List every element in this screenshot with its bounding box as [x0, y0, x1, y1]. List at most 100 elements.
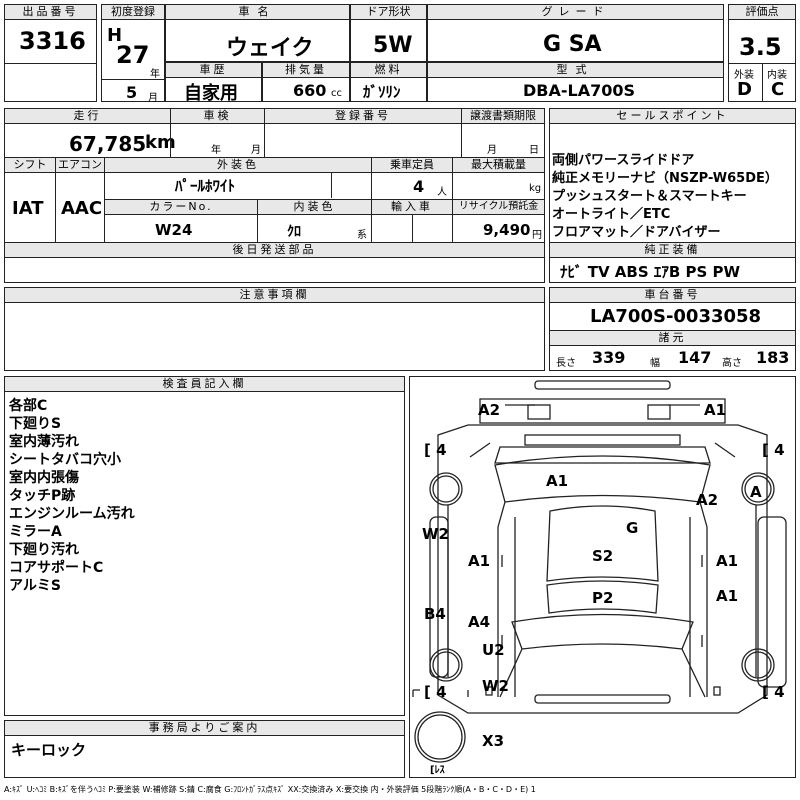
- inspector-line: ミラーA: [9, 524, 62, 540]
- inspector-line: タッチP跡: [9, 488, 76, 504]
- displacement-box: 排気量 660 cc: [262, 62, 350, 102]
- notes-box: 注意事項欄: [4, 287, 545, 371]
- damage-mark: W2: [482, 677, 509, 695]
- score-box: 評価点 3.5 外装 内装 D C: [728, 4, 796, 102]
- damage-mark: A2: [696, 491, 719, 509]
- grade: G SA: [543, 32, 602, 57]
- later-parts-label: 後日発送部品: [5, 243, 544, 258]
- chassis-box: 車台番号 LA700S-0033058 諸元 長さ 339 幅 147 高さ 1…: [549, 287, 796, 371]
- ext-label: 外装: [734, 70, 754, 81]
- ext-grade: D: [737, 79, 752, 100]
- chassis-label: 車台番号: [550, 288, 795, 303]
- damage-mark: A1: [716, 587, 739, 605]
- legend: A:ｷｽﾞ U:ﾍｺﾐ B:ｷｽﾞを伴うﾍｺﾐ P:要塗装 W:補修跡 S:錆 …: [4, 785, 536, 794]
- tire-mark: [ 4: [762, 683, 785, 701]
- inspection-label: 車検: [171, 109, 264, 124]
- displacement-label: 排気量: [263, 63, 349, 78]
- damage-mark: U2: [482, 641, 505, 659]
- car-name-box: 車名 ウェイク: [165, 4, 350, 62]
- cc-unit: cc: [331, 88, 342, 99]
- sales-line: 純正メモリーナビ（NSZP-W65DE）: [552, 171, 778, 186]
- month-unit: 月: [148, 93, 158, 104]
- car-diagram: [ 4 [ 4 [ 4 [ 4 A2 A1 A1 A2 A G W2 A1 S2…: [409, 376, 796, 778]
- inspector-line: アルミS: [9, 578, 61, 594]
- damage-mark: G: [626, 519, 639, 537]
- damage-mark: A1: [468, 552, 491, 570]
- damage-mark: P2: [592, 589, 614, 607]
- inspector-line: 室内薄汚れ: [9, 434, 79, 450]
- score: 3.5: [739, 33, 782, 61]
- damage-mark: X3: [482, 732, 505, 750]
- import-label: 輸入車: [372, 200, 452, 215]
- history-box: 車歴 自家用: [165, 62, 262, 104]
- score-label: 評価点: [729, 5, 795, 20]
- model-label: 型式: [428, 63, 723, 78]
- inspector-line: 各部C: [9, 398, 48, 414]
- damage-mark: A1: [716, 552, 739, 570]
- tire-mark: [ 4: [762, 441, 785, 459]
- length: 339: [592, 348, 626, 367]
- recycle-label: リサイクル預託金: [453, 200, 544, 215]
- damage-mark: W2: [422, 525, 449, 543]
- inspector-line: コアサポートC: [9, 560, 104, 576]
- door-label: ドア形状: [351, 5, 426, 20]
- color: ﾊﾟｰﾙﾎﾜｲﾄ: [175, 177, 236, 195]
- ins-month: 月: [251, 145, 261, 156]
- capacity-label: 乗車定員: [372, 158, 452, 173]
- sales-line: フロアマット／ドアバイザー: [552, 225, 721, 240]
- capacity: 4: [413, 177, 425, 196]
- sales-line: オートライト／ETC: [552, 207, 671, 222]
- damage-mark: S2: [592, 547, 614, 565]
- recycle: 9,490: [483, 221, 531, 239]
- inspector-line: シートタバコ穴小: [9, 452, 121, 468]
- inspector-box: 検査員記入欄 各部C 下廻りS 室内薄汚れ シートタバコ穴小 室内内張傷 タッチ…: [4, 376, 405, 716]
- yen-unit: 円: [532, 230, 542, 241]
- inspector-label: 検査員記入欄: [5, 377, 404, 392]
- reg-no-label: 登録番号: [265, 109, 461, 124]
- history: 自家用: [184, 83, 238, 104]
- interior-label: 内装色: [258, 200, 371, 215]
- sales-line: プッシュスタート＆スマートキー: [552, 189, 747, 204]
- color-label: 外装色: [105, 158, 371, 173]
- specs-label: 諸元: [550, 330, 795, 346]
- mileage-label: 走行: [5, 109, 170, 124]
- tr-day: 日: [529, 145, 539, 156]
- height-label: 高さ: [722, 358, 742, 369]
- height: 183: [756, 348, 790, 367]
- aircon-label: エアコン: [56, 158, 104, 173]
- capacity-unit: 人: [437, 187, 447, 198]
- model-box: 型式 DBA-LA700S: [427, 62, 724, 102]
- int-label: 内装: [767, 70, 787, 81]
- office-box: 事務局よりご案内 キーロック: [4, 720, 405, 778]
- lot-number: 3316: [19, 27, 86, 55]
- tire-mark: [ 4: [424, 683, 447, 701]
- car-outline: [412, 380, 787, 763]
- office-note: キーロック: [11, 741, 87, 759]
- displacement: 660: [293, 81, 327, 100]
- width: 147: [678, 348, 712, 367]
- damage-mark: A1: [704, 401, 727, 419]
- color-no: W24: [155, 221, 193, 239]
- reg-month: 5: [126, 83, 138, 102]
- kei: 系: [357, 230, 367, 241]
- first-reg-box: 初度登録 H 27 年 5 月: [101, 4, 165, 104]
- length-label: 長さ: [556, 358, 576, 369]
- transfer-label: 譲渡書類期限: [462, 109, 544, 124]
- fuel-label: 燃料: [351, 63, 426, 78]
- era: H: [107, 25, 123, 46]
- sales-line: 両側パワースライドドア: [552, 153, 695, 168]
- damage-mark: A2: [478, 401, 501, 419]
- damage-mark: A: [750, 483, 762, 501]
- damage-mark: A1: [546, 472, 569, 490]
- sales-box: セールスポイント 両側パワースライドドア 純正メモリーナビ（NSZP-W65DE…: [549, 108, 796, 283]
- spare-tire: [ﾚｽ: [430, 765, 445, 776]
- load-label: 最大積載量: [453, 158, 544, 173]
- ins-year: 年: [211, 145, 221, 156]
- damage-mark: B4: [424, 605, 446, 623]
- history-label: 車歴: [166, 63, 261, 78]
- lot-box: 出品番号 3316: [4, 4, 97, 102]
- vehicle-info-box: 走行 67,785 km 車検 年 月 登録番号 譲渡書類期限 月 日 シフト …: [4, 108, 545, 283]
- notes-label: 注意事項欄: [5, 288, 544, 303]
- door-type: 5W: [373, 33, 413, 58]
- fuel-box: 燃料 ｶﾞｿﾘﾝ: [350, 62, 427, 102]
